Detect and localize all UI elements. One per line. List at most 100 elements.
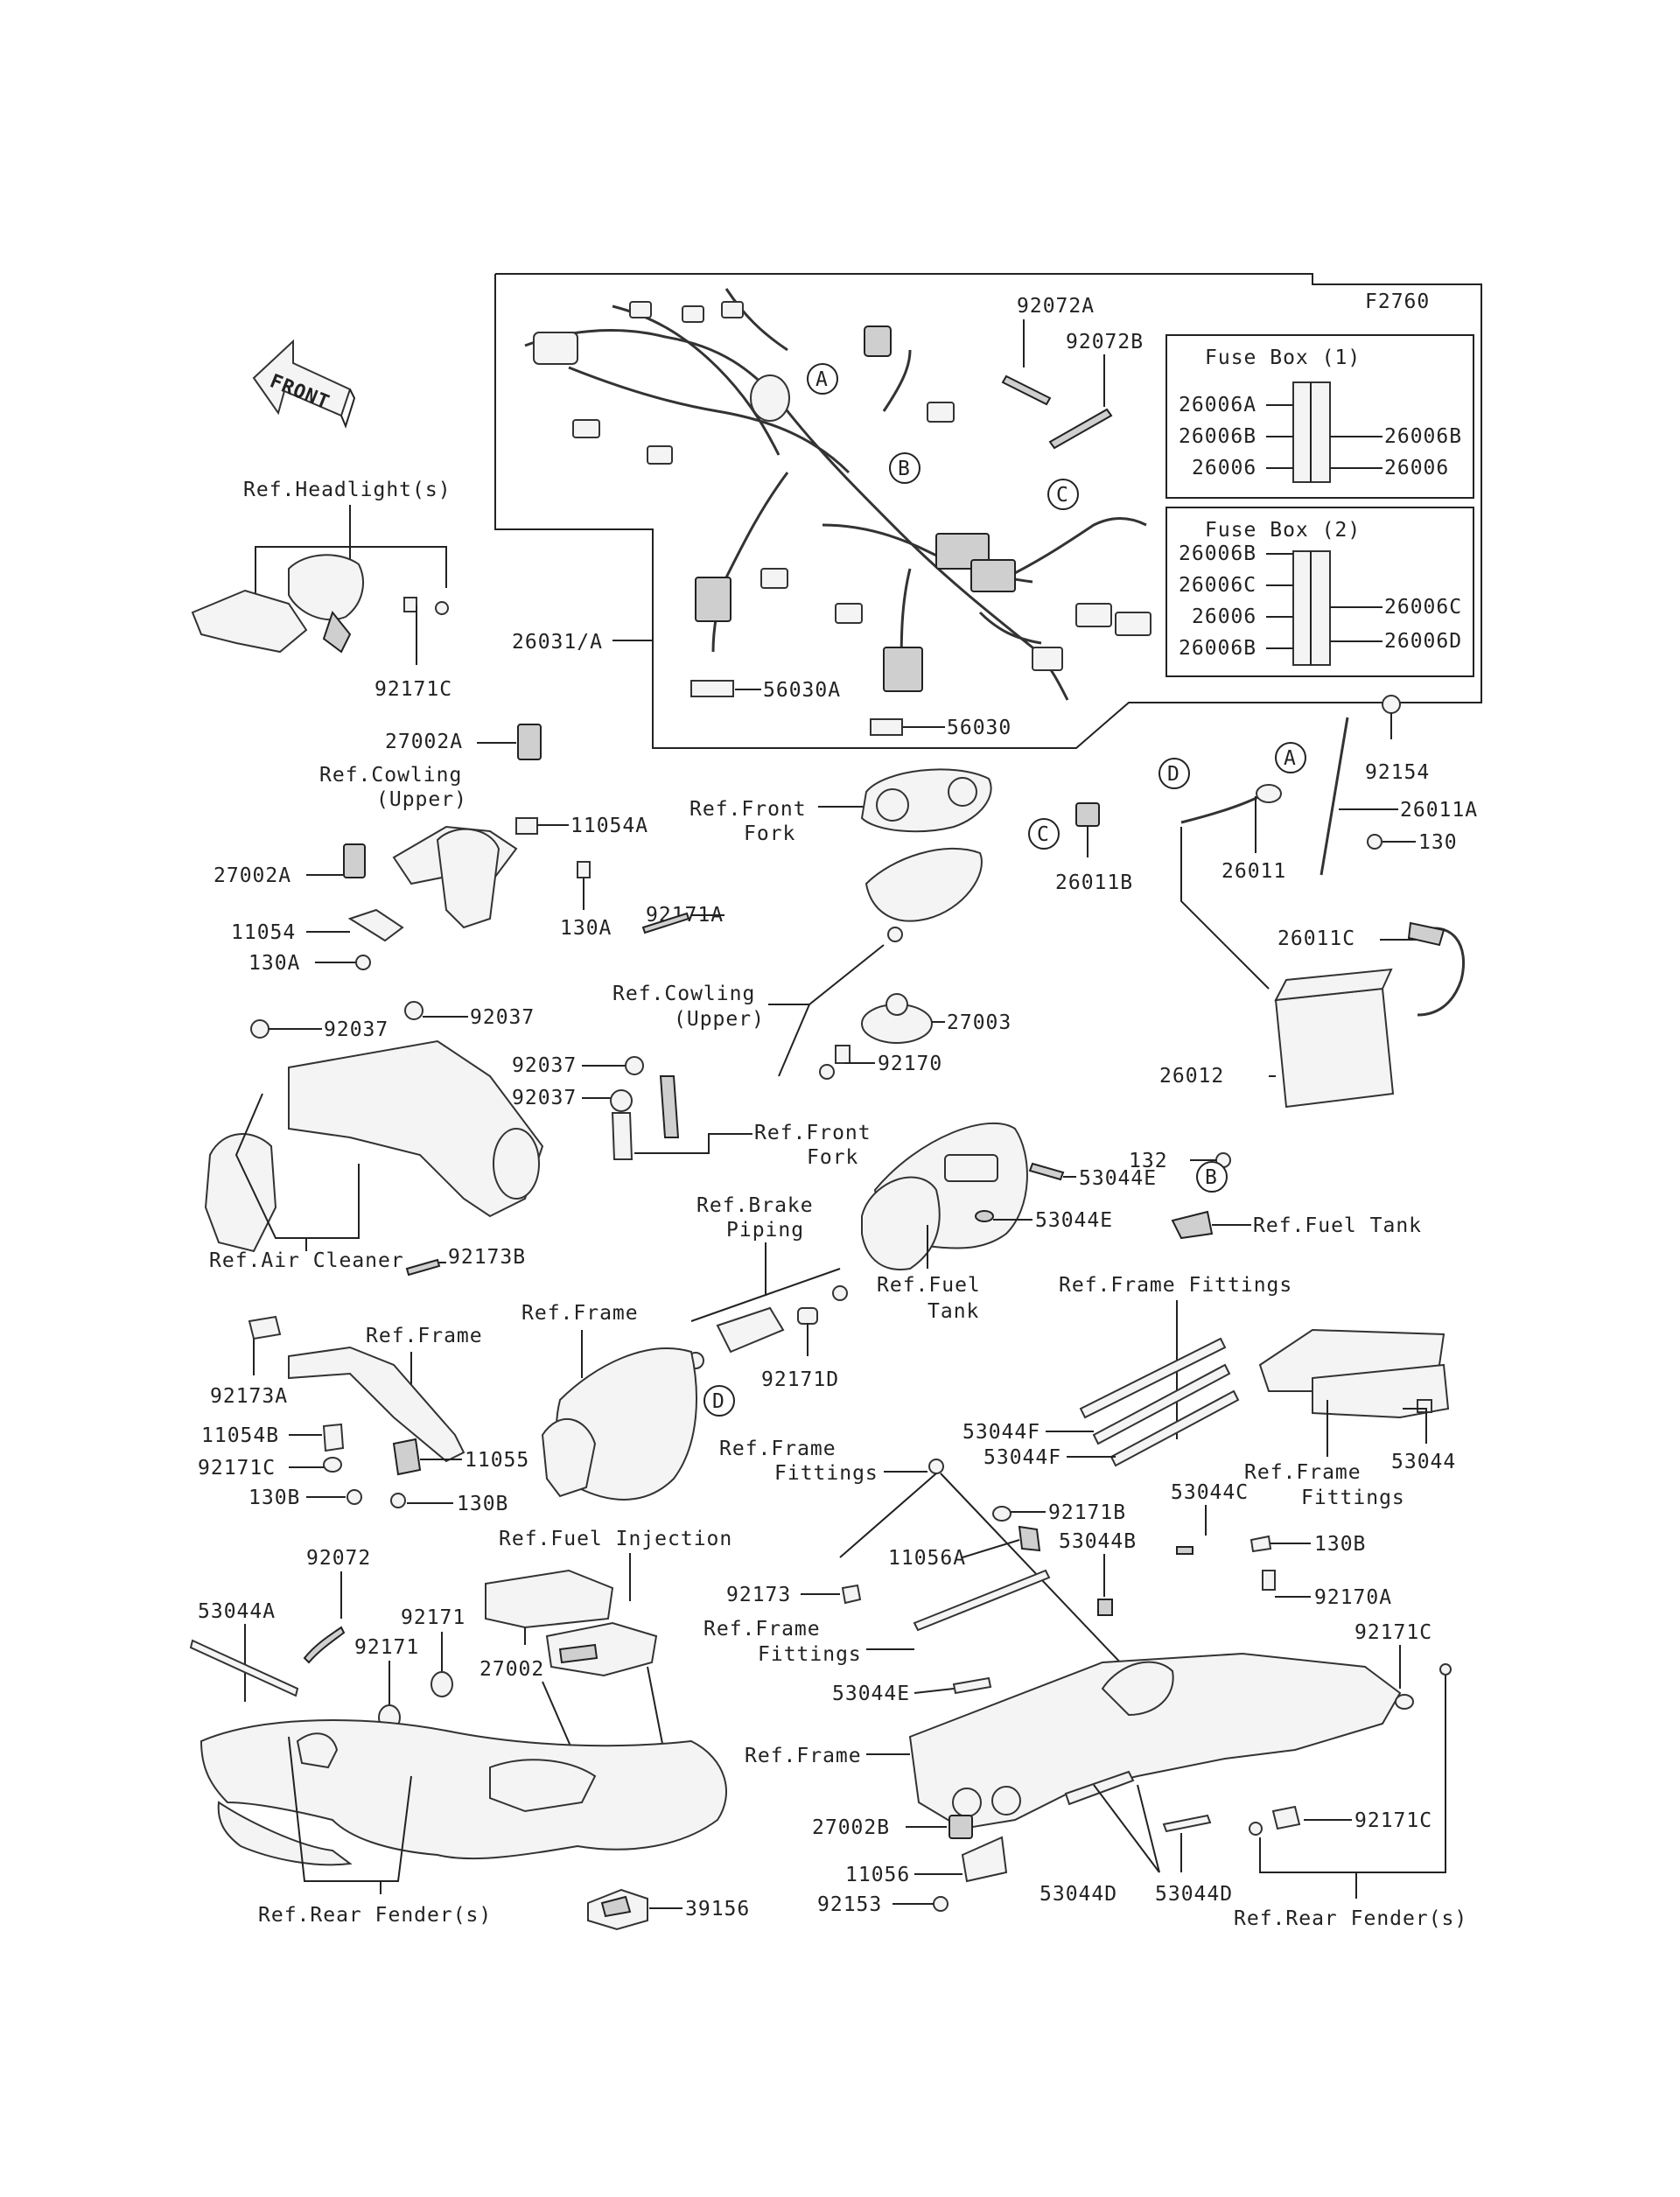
part-92072: 92072 [306, 1547, 371, 1570]
part-92173B: 92173B [448, 1246, 526, 1269]
ref-rear-fender-1: Ref.Rear Fender(s) [258, 1904, 492, 1927]
air-cleaner-group: 92037 92037 Ref.Air Cleaner [204, 1001, 544, 1272]
grommet-pair-group: 92037 92037 Ref.Front Fork [512, 1054, 872, 1169]
fuse-box-2-left-1: 26006B [1179, 542, 1256, 565]
part-11054A: 11054A [570, 815, 648, 837]
part-26011: 26011 [1222, 860, 1286, 883]
callout-b-battery: B [1196, 1161, 1228, 1193]
svg-text:B: B [1205, 1166, 1218, 1189]
part-56030: 56030 [947, 717, 1012, 739]
ref-frame-3: Ref.Frame [745, 1745, 862, 1767]
callout-c-battery: C [1028, 818, 1060, 850]
part-53044E-1: 53044E [1079, 1167, 1157, 1190]
svg-text:D: D [712, 1390, 725, 1413]
fuse-box-2: Fuse Box (2) 26006B 26006C 26006 26006B … [1166, 507, 1474, 677]
part-92170: 92170 [878, 1053, 942, 1075]
part-11054B: 11054B [201, 1424, 279, 1447]
fuse-box-2-title: Fuse Box (2) [1205, 519, 1361, 542]
fuse-box-2-right-1: 26006C [1384, 596, 1462, 619]
part-39156: 39156 [685, 1898, 750, 1921]
ref-cowling-upper-1b: (Upper) [376, 788, 467, 811]
ref-frame-fittings-3b: Fittings [774, 1462, 878, 1485]
ref-front-fork-1b: Fork [744, 822, 795, 845]
ref-frame-1: Ref.Frame [522, 1302, 639, 1325]
callout-d-battery: D [1158, 758, 1190, 789]
ref-cowling-upper-1a: Ref.Cowling [319, 764, 462, 787]
ref-air-cleaner: Ref.Air Cleaner [209, 1249, 404, 1272]
left-frame-group: 92173B 92173A Ref.Frame 11054B 92171C 11… [198, 1246, 529, 1515]
part-53044F-2: 53044F [984, 1446, 1061, 1469]
part-56030A: 56030A [763, 679, 841, 702]
part-27002B: 27002B [812, 1816, 890, 1839]
rear-frame-group: Ref.Frame Fittings 92171B 11056A 92173 R… [704, 1438, 1466, 1930]
part-27002: 27002 [480, 1658, 544, 1681]
part-11055: 11055 [465, 1449, 529, 1472]
fuse-box-2-left-4: 26006B [1179, 637, 1256, 660]
part-92154: 92154 [1365, 761, 1430, 784]
frame-center-group: Ref.Frame D [522, 1302, 735, 1501]
tool-tray-group: 53044 Ref.Frame Fittings [1244, 1328, 1455, 1509]
part-130B-1: 130B [248, 1487, 300, 1509]
part-53044D-2: 53044D [1155, 1883, 1233, 1906]
cowling-bracket-group: 27002A Ref.Cowling (Upper) 11054A 130A 2… [214, 724, 648, 975]
part-132: 132 [1129, 1150, 1168, 1172]
ref-fuel-tank-2b: Tank [928, 1300, 979, 1323]
part-26011C: 26011C [1278, 927, 1355, 950]
rear-fender-ecu-group: Ref.Fuel Injection 27002 92072 53044A 92… [189, 1528, 750, 1931]
part-92171C-mid: 92171C [198, 1457, 276, 1480]
front-fork-horn-group: Ref.Front Fork 92171A Ref.Cowling (Upper… [612, 768, 1011, 1080]
svg-text:D: D [1167, 763, 1180, 786]
part-92171C-top: 92171C [374, 678, 452, 701]
ref-brake-piping-b: Piping [726, 1219, 804, 1242]
brake-piping-group: Ref.Brake Piping 92171D [687, 1194, 848, 1391]
part-26031-A: 26031/A [512, 631, 603, 654]
part-53044E-2: 53044E [1035, 1209, 1113, 1232]
part-11056: 11056 [845, 1864, 910, 1886]
part-53044D-1: 53044D [1040, 1883, 1117, 1906]
ref-frame-fittings-4a: Ref.Frame [704, 1618, 821, 1641]
part-92171-2: 92171 [354, 1636, 419, 1659]
part-130A-1: 130A [560, 917, 612, 940]
part-53044F-1: 53044F [962, 1421, 1040, 1444]
part-92171C-bot1: 92171C [1354, 1621, 1432, 1644]
ref-front-fork-1a: Ref.Front [690, 798, 807, 821]
part-92037-4: 92037 [512, 1087, 577, 1109]
part-53044E-3: 53044E [832, 1683, 910, 1705]
part-53044C: 53044C [1171, 1481, 1249, 1504]
part-27002A-2: 27002A [214, 864, 291, 887]
part-130B-3: 130B [1314, 1533, 1366, 1556]
ref-brake-piping-a: Ref.Brake [696, 1194, 814, 1217]
fuse-box-1-left-3: 26006 [1192, 457, 1256, 479]
part-92173A: 92173A [210, 1385, 288, 1408]
fuse-box-1-right-2: 26006 [1384, 457, 1449, 479]
callout-d-frame: D [704, 1385, 735, 1417]
part-26011B: 26011B [1055, 871, 1133, 894]
part-92072A: 92072A [1017, 295, 1095, 318]
ref-cowling-upper-2a: Ref.Cowling [612, 983, 755, 1005]
svg-text:C: C [1037, 823, 1050, 846]
ref-fuel-injection: Ref.Fuel Injection [499, 1528, 732, 1550]
main-harness-panel: F2760 [494, 273, 1482, 749]
ref-front-fork-2a: Ref.Front [754, 1122, 872, 1144]
part-130A-2: 130A [248, 952, 300, 975]
fuse-box-1: Fuse Box (1) 26006A 26006B 26006 26006B … [1166, 334, 1474, 499]
fuse-box-1-right-1: 26006B [1384, 425, 1462, 448]
wiring-harness [524, 288, 1152, 701]
front-arrow-icon: FRONT [252, 339, 356, 429]
fuel-tank-mid-group: 53044E 53044E Ref.Fuel Tank [861, 1122, 1157, 1323]
ref-headlight: Ref.Headlight(s) [243, 479, 452, 501]
part-130B-2: 130B [457, 1493, 508, 1515]
fuse-box-1-left-1: 26006A [1179, 394, 1256, 416]
callout-b-top: B [889, 452, 920, 484]
callout-a-top: A [807, 363, 838, 395]
frame-fittings-strips: Ref.Frame Fittings 53044F 53044F [962, 1274, 1292, 1469]
part-11056A: 11056A [888, 1547, 966, 1570]
part-11054: 11054 [231, 921, 296, 944]
part-92173: 92173 [726, 1584, 791, 1606]
fuse-box-1-title: Fuse Box (1) [1205, 346, 1361, 369]
part-53044A: 53044A [198, 1600, 276, 1623]
fuse-box-2-right-2: 26006D [1384, 630, 1462, 653]
ref-frame-2: Ref.Frame [366, 1325, 483, 1347]
battery-group: 92154 D A 26011 26011A 130 C 26011B 2601… [1028, 695, 1477, 1240]
